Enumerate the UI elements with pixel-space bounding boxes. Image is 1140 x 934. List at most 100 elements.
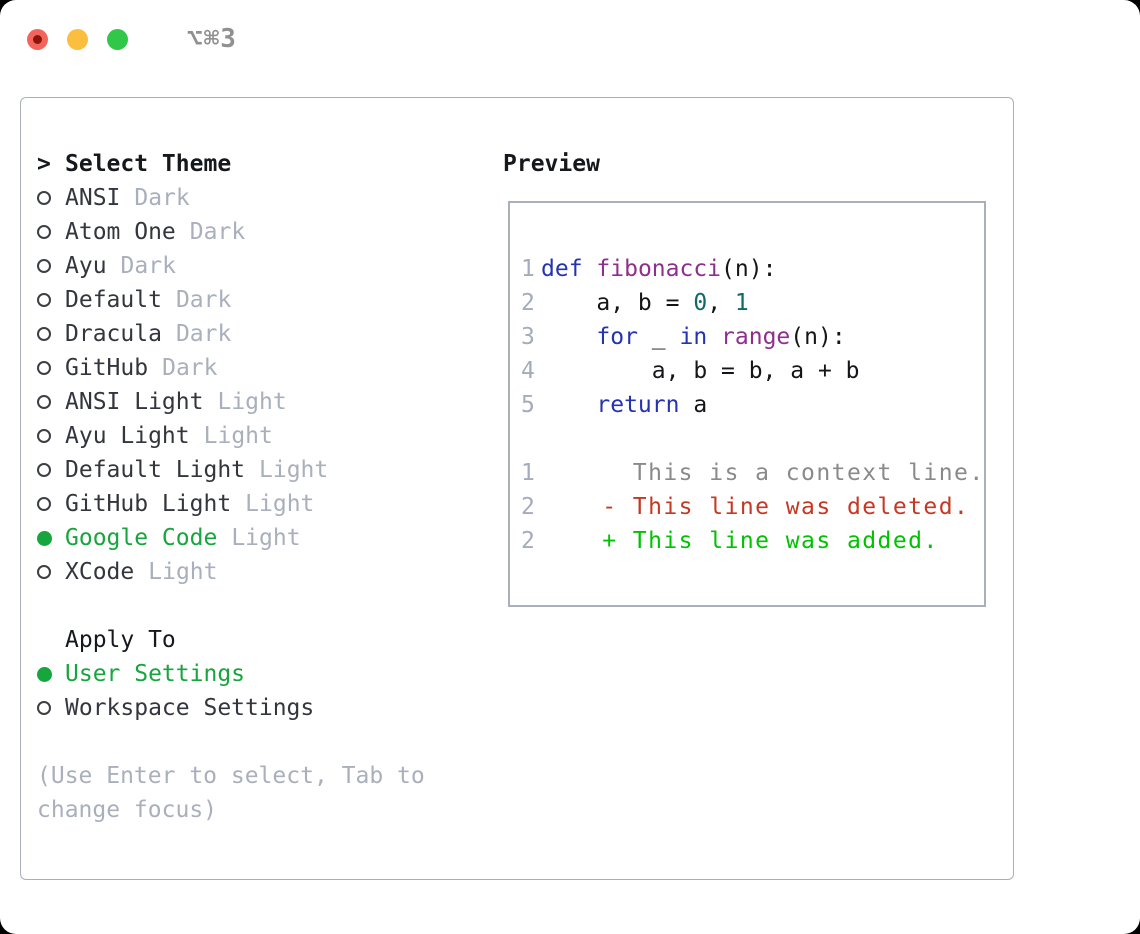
radio-circle-icon <box>37 497 51 511</box>
line-number: 4 <box>521 358 535 384</box>
apply-option-name: User Settings <box>65 661 246 687</box>
spacer <box>37 725 487 759</box>
radio-circle-icon <box>37 225 51 239</box>
keyboard-shortcut-label: ⌥⌘3 <box>187 24 237 54</box>
titlebar: ⌥⌘3 <box>27 24 237 54</box>
line-number: 5 <box>521 392 535 418</box>
spacer <box>37 589 487 623</box>
code-segment <box>541 320 596 354</box>
code-segment: return <box>596 392 680 418</box>
radio-circle-icon <box>37 565 51 579</box>
theme-option-ayu-light[interactable]: Ayu Light Light <box>37 419 487 453</box>
radio-circle-icon <box>37 327 51 341</box>
code-line <box>521 422 984 456</box>
radio-circle-icon <box>37 191 51 205</box>
apply-option-workspace-settings[interactable]: Workspace Settings <box>37 691 487 725</box>
theme-list-column: > Select Theme ANSI Dark Atom One Dark A… <box>37 147 487 827</box>
code-segment: _ <box>637 324 680 350</box>
radio-circle-icon <box>37 361 51 375</box>
record-dot-icon <box>33 34 42 44</box>
select-theme-title: Select Theme <box>65 151 232 177</box>
code-line: 2 + This line was added. <box>521 524 984 558</box>
code-line: 5 return a <box>521 388 984 422</box>
theme-name: XCode <box>65 559 135 585</box>
code-segment: fibonacci <box>596 256 722 282</box>
code-segment: (n): <box>790 324 846 350</box>
theme-name: Google Code <box>65 525 218 551</box>
theme-variant-label: Dark <box>175 287 232 313</box>
line-number: 2 <box>521 494 535 520</box>
theme-option-github[interactable]: GitHub Dark <box>37 351 487 385</box>
preview-code-box: 1 def fibonacci(n): 2 a, b = 0, 1 3 for … <box>508 201 986 607</box>
theme-option-github-light[interactable]: GitHub Light Light <box>37 487 487 521</box>
help-text-line-1: (Use Enter to select, Tab to <box>37 763 425 789</box>
theme-variant-label: Light <box>259 457 329 483</box>
code-segment: a, b = b, a + b <box>541 358 860 384</box>
code-line: 3 for _ in range(n): <box>521 320 984 354</box>
code-line: 4 a, b = b, a + b <box>521 354 984 388</box>
theme-variant-label: Light <box>203 423 273 449</box>
theme-option-atom-one[interactable]: Atom One Dark <box>37 215 487 249</box>
code-segment: a <box>679 392 708 418</box>
radio-circle-icon <box>37 530 52 546</box>
theme-option-default[interactable]: Default Dark <box>37 283 487 317</box>
theme-variant-label: Light <box>245 491 315 517</box>
code-segment: in <box>679 324 708 350</box>
code-line: 1 This is a context line. <box>521 456 984 490</box>
code-segment: for <box>596 324 638 350</box>
theme-variant-label: Dark <box>162 355 218 381</box>
radio-circle-icon <box>37 701 51 715</box>
focus-prompt-marker: > <box>37 151 65 177</box>
theme-list: ANSI Dark Atom One Dark Ayu Dark Default… <box>37 181 487 589</box>
radio-circle-icon <box>37 463 51 477</box>
theme-name: GitHub <box>65 355 149 381</box>
code-segment <box>707 320 721 354</box>
theme-name: ANSI Light <box>65 389 204 415</box>
minimize-button[interactable] <box>67 28 88 50</box>
theme-selector-panel: > Select Theme ANSI Dark Atom One Dark A… <box>20 97 1014 880</box>
theme-option-dracula[interactable]: Dracula Dark <box>37 317 487 351</box>
theme-name: Ayu <box>65 253 107 279</box>
theme-variant-label: Light <box>148 559 218 585</box>
theme-option-xcode[interactable]: XCode Light <box>37 555 487 589</box>
apply-to-header: Apply To <box>37 623 487 657</box>
code-segment: , <box>707 290 735 316</box>
preview-title: Preview <box>503 151 600 177</box>
line-number: 3 <box>521 324 535 350</box>
zoom-button[interactable] <box>107 28 128 50</box>
theme-option-default-light[interactable]: Default Light Light <box>37 453 487 487</box>
code-segment: This is a context line. <box>541 460 985 486</box>
code-segment: 0 <box>693 290 708 316</box>
theme-variant-label: Dark <box>189 219 246 245</box>
line-number <box>521 422 541 456</box>
theme-variant-label: Dark <box>134 185 190 211</box>
theme-name: GitHub Light <box>65 491 232 517</box>
line-number: 1 <box>521 460 535 486</box>
theme-name: Default <box>65 287 162 313</box>
close-button[interactable] <box>27 28 48 50</box>
code-segment: range <box>721 324 791 350</box>
radio-circle-icon <box>37 259 51 273</box>
radio-circle-icon <box>37 395 51 409</box>
theme-variant-label: Light <box>217 389 287 415</box>
line-number: 2 <box>521 290 535 316</box>
theme-option-ansi[interactable]: ANSI Dark <box>37 181 487 215</box>
line-number: 2 <box>521 528 535 554</box>
apply-option-name: Workspace Settings <box>65 695 315 721</box>
theme-option-google-code[interactable]: Google Code Light <box>37 521 487 555</box>
theme-name: Ayu Light <box>65 423 190 449</box>
theme-name: Default Light <box>65 457 246 483</box>
theme-option-ansi-light[interactable]: ANSI Light Light <box>37 385 487 419</box>
code-segment <box>541 388 596 422</box>
help-text-line-2: change focus) <box>37 797 218 823</box>
theme-option-ayu[interactable]: Ayu Dark <box>37 249 487 283</box>
code-line: 1 def fibonacci(n): <box>521 252 984 286</box>
apply-option-user-settings[interactable]: User Settings <box>37 657 487 691</box>
code-segment: - This line was deleted. <box>541 494 970 520</box>
apply-to-list: User Settings Workspace Settings <box>37 657 487 725</box>
theme-name: Atom One <box>65 219 176 245</box>
code-segment: 1 <box>734 290 749 316</box>
radio-circle-icon <box>37 666 52 682</box>
theme-variant-label: Light <box>231 525 301 551</box>
